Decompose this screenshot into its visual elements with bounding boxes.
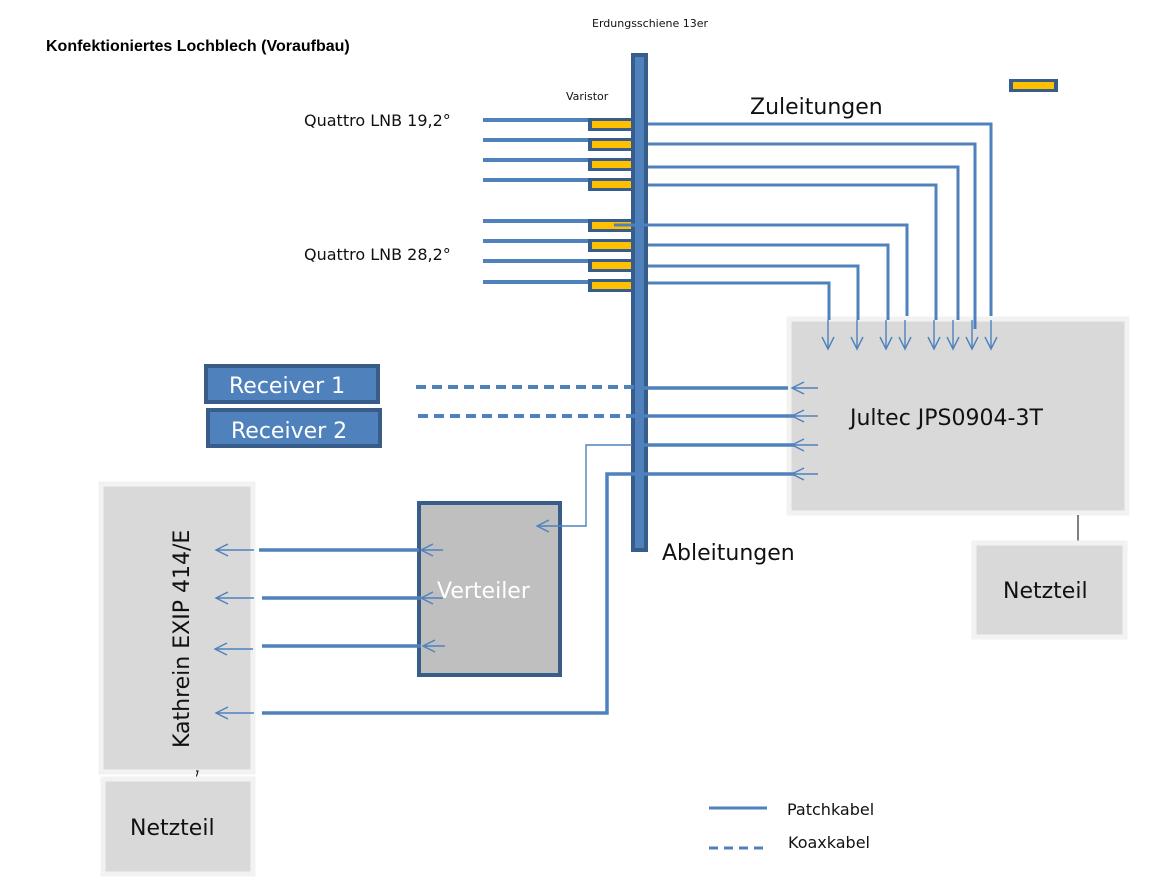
splitter-label: Verteiler: [437, 579, 531, 604]
arrow-left-icon: [535, 519, 558, 533]
splitter-verteiler: Verteiler: [417, 501, 562, 677]
ip-server-kathrein: Kathrein EXIP 414/E: [98, 481, 256, 775]
diagram-title: Konfektioniertes Lochblech (Voraufbau): [46, 38, 350, 55]
varistor: [588, 138, 634, 151]
patch-line-to-ip-server: [262, 472, 795, 715]
varistor: [588, 158, 634, 171]
arrow-left-icon: [214, 591, 254, 605]
arrow-left-icon: [213, 642, 253, 656]
feed-line: [648, 165, 960, 320]
varistor: [588, 219, 634, 232]
feed-line: [648, 142, 977, 329]
arrow-down-icon: [927, 320, 941, 351]
feed-lines: [614, 122, 993, 329]
ip-server-psu-label: Netzteil: [130, 816, 215, 841]
lnb-input-lines: [483, 118, 592, 284]
receiver-1: Receiver 1: [204, 364, 380, 404]
feed-line: [648, 183, 938, 320]
varistors: [588, 118, 634, 292]
zuleitungen-label: Zuleitungen: [750, 95, 883, 120]
varistor: [588, 239, 634, 252]
arrow-left-icon: [790, 467, 818, 481]
arrow-left-icon: [214, 706, 254, 720]
receiver-1-label: Receiver 1: [229, 374, 345, 399]
coax-receiver-lines: [416, 385, 636, 418]
input-arrows-left: [213, 381, 818, 720]
arrow-left-icon: [790, 438, 818, 452]
feed-line: [648, 281, 831, 320]
varistor-label: Varistor: [566, 90, 609, 103]
multiswitch-power-supply: Netzteil: [971, 540, 1128, 640]
legend-coax-label: Koaxkabel: [788, 833, 870, 852]
multiswitch-psu-label: Netzteil: [1003, 579, 1088, 604]
feed-line: [648, 122, 993, 316]
arrow-left-icon: [790, 381, 818, 395]
arrow-down-icon: [850, 320, 864, 351]
varistor: [588, 178, 634, 191]
varistor: [588, 259, 634, 272]
grounding-bar: [631, 53, 648, 552]
grounding-bar-label: Erdungsschiene 13er: [592, 17, 708, 30]
multiswitch-input-arrows: [821, 320, 998, 351]
varistor: [588, 118, 634, 131]
arrow-down-icon: [898, 320, 912, 351]
varistor-legend-symbol: [1009, 79, 1058, 92]
legend-patch-label: Patchkabel: [787, 800, 874, 819]
ip-server-psu-connector: [195, 770, 199, 779]
feed-line: [648, 243, 890, 320]
multiswitch-jultec: Jultec JPS0904-3T: [786, 316, 1130, 516]
arrow-left-icon: [421, 639, 445, 653]
lnb-19-label: Quattro LNB 19,2°: [304, 111, 451, 130]
receiver-2-label: Receiver 2: [231, 419, 347, 444]
feed-line: [648, 264, 860, 320]
patch-output-lines: [259, 386, 795, 715]
arrow-left-icon: [419, 591, 443, 605]
ableitungen-label: Ableitungen: [662, 541, 795, 566]
ip-server-label: Kathrein EXIP 414/E: [170, 530, 195, 748]
arrow-down-icon: [946, 320, 960, 351]
arrow-down-icon: [984, 320, 998, 351]
feed-line: [614, 223, 909, 316]
lnb-28-label: Quattro LNB 28,2°: [304, 245, 451, 264]
arrow-left-icon: [214, 543, 254, 557]
ip-server-power-supply: Netzteil: [100, 776, 256, 877]
multiswitch-label: Jultec JPS0904-3T: [848, 406, 1043, 431]
arrow-down-icon: [879, 320, 893, 351]
arrow-left-icon: [790, 409, 818, 423]
varistor: [588, 279, 634, 292]
thin-line-to-splitter: [558, 444, 632, 527]
arrow-down-icon: [821, 320, 835, 351]
legend: Patchkabel Koaxkabel: [709, 800, 874, 852]
receiver-2: Receiver 2: [206, 408, 382, 448]
arrow-down-icon: [965, 320, 979, 351]
arrow-left-icon: [419, 543, 443, 557]
